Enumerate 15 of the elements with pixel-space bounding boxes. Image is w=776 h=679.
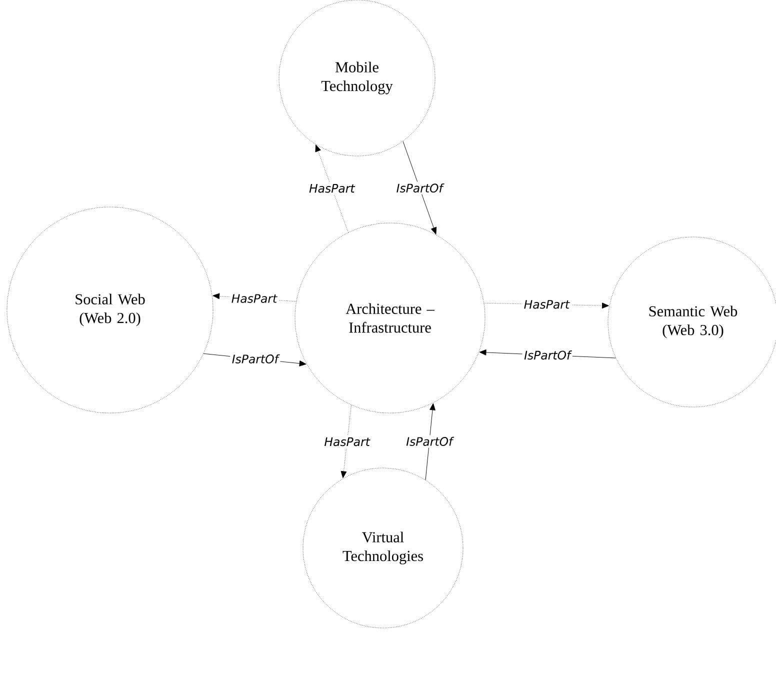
- arrow: [340, 404, 352, 478]
- arrow: [315, 144, 348, 233]
- edge-label: IsPartOf: [522, 348, 572, 362]
- arrow: [402, 141, 437, 234]
- edge-label: IsPartOf: [404, 435, 454, 448]
- edge-label: IsPartOf: [230, 352, 280, 366]
- circle-node: Virtual Technologies: [302, 468, 464, 628]
- circle-node: Architecture – Infrastructure: [294, 222, 486, 414]
- edge-label: HasPart: [307, 182, 357, 194]
- edge-label: HasPart: [230, 292, 279, 305]
- edge-label: HasPart: [322, 436, 372, 448]
- edge-label: IsPartOf: [394, 182, 445, 194]
- circle-node: Social Web (Web 2.0): [6, 206, 214, 414]
- arrow: [425, 403, 436, 480]
- edge-label: HasPart: [522, 298, 572, 311]
